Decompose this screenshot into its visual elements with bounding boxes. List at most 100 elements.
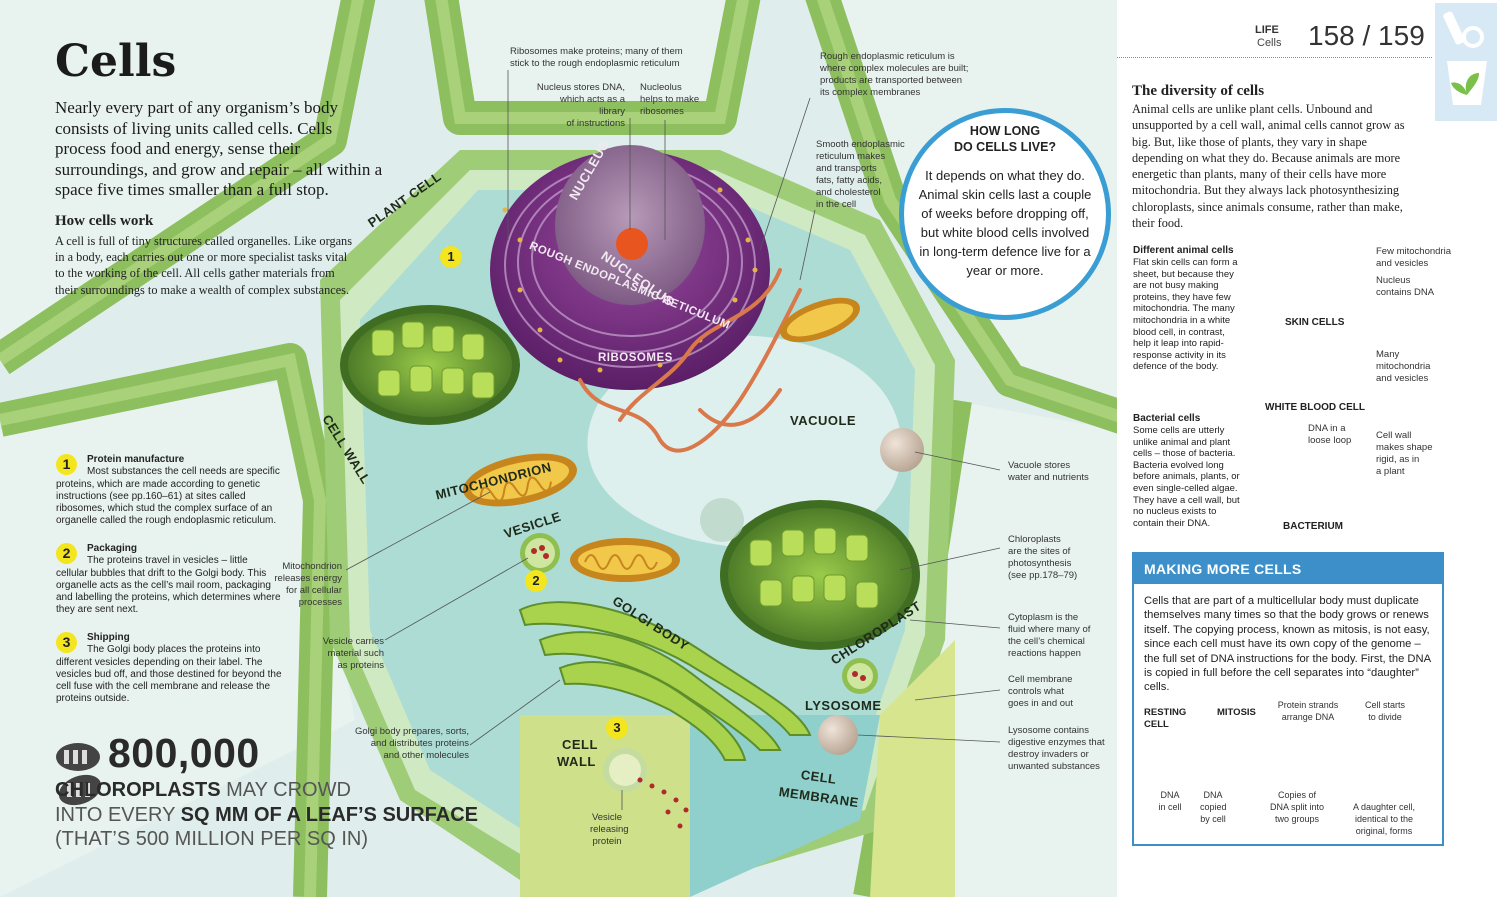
annotation-line: where complex molecules are built;	[820, 63, 969, 74]
stat-bold-2: SQ MM OF A LEAF’S SURFACE	[180, 804, 479, 826]
annotation-line: controls what	[1008, 686, 1064, 697]
annotation-dna-loop: DNA in a loose loop	[1308, 423, 1351, 447]
golgi-body-shape	[518, 601, 812, 761]
annotation-line: identical to the	[1354, 814, 1414, 824]
annotation-line: fats, fatty acids,	[816, 175, 882, 186]
annotation-mitochondrion: Mitochondrion releases energy for all ce…	[262, 561, 342, 609]
step-heading: Shipping	[87, 632, 130, 643]
step-heading: Protein manufacture	[87, 454, 185, 465]
mitochondrion-right	[780, 297, 860, 343]
stat-rest-1: MAY CROWD	[220, 779, 351, 801]
annotation-line: copied	[1200, 802, 1227, 812]
label-cell-wall-front-b: WALL	[557, 754, 596, 769]
label-cell-wall-front-a: CELL	[562, 737, 598, 752]
annotation-line: digestive enzymes that	[1008, 737, 1105, 748]
annotation-line: goes in and out	[1008, 698, 1073, 709]
annotation-line: material such	[327, 648, 385, 659]
annotation-line: its complex membranes	[820, 87, 921, 98]
annotation-daughter: A daughter cell, identical to the origin…	[1348, 801, 1420, 837]
lysosome-shape	[818, 715, 858, 755]
step-text-a: The Golgi body places the proteins into	[87, 644, 261, 656]
annotation-many-mito: Many mitochondria and vesicles	[1376, 349, 1430, 385]
annotation-few-mito: Few mitochondria and vesicles	[1376, 246, 1451, 270]
annotation-line: Copies of	[1277, 790, 1317, 800]
annotation-line: (see pp.178–79)	[1008, 570, 1078, 581]
annotation-line: rigid, as in	[1376, 454, 1420, 465]
stat-line-1: CHLOROPLASTS MAY CROWD	[55, 779, 351, 802]
annotation-line: Golgi body prepares, sorts,	[354, 726, 469, 737]
annotation-line: Protein strands	[1277, 700, 1339, 710]
neighbor-cell-top	[455, 0, 730, 118]
label-vacuole: VACUOLE	[790, 413, 857, 428]
annotation-line: and distributes proteins	[370, 738, 469, 749]
annotation-line: as proteins	[337, 660, 384, 671]
annotation-line: destroy invaders or	[1008, 749, 1089, 760]
page-title: Cells	[55, 36, 177, 87]
annotation-line: are the sites of	[1008, 546, 1071, 557]
mitochondrion-left	[463, 453, 577, 507]
neighbor-cell-top-left	[0, 0, 350, 340]
step-text-a: Most substances the cell needs are speci…	[87, 466, 280, 478]
label-white-blood-cell: WHITE BLOOD CELL	[1265, 402, 1365, 413]
chloroplast-right	[720, 500, 920, 650]
step-1: 1 Protein manufacture Most substances th…	[56, 454, 288, 528]
annotation-cell-starts: Cell starts to divide	[1360, 699, 1410, 723]
header-rule	[1117, 57, 1432, 58]
annotation-line: Nucleolus	[640, 82, 682, 93]
how-long-text: It depends on what they do. Animal skin …	[918, 168, 1092, 278]
annotation-line: arrange DNA	[1281, 712, 1335, 722]
annotation-line: of instructions	[566, 118, 625, 129]
animal-cells-heading: Different animal cells	[1133, 245, 1234, 256]
section-tab	[1435, 3, 1497, 121]
annotation-vacuole: Vacuole stores water and nutrients	[1008, 460, 1089, 484]
subsection-label: Cells	[1257, 37, 1282, 49]
making-more-cells-title: MAKING MORE CELLS	[1144, 561, 1302, 577]
mitochondrion-center	[570, 538, 680, 582]
bacteria-text: Some cells are utterly unlike animal and…	[1133, 425, 1240, 529]
bacteria-heading: Bacterial cells	[1133, 413, 1201, 424]
annotation-dna-copied: DNA copied by cell	[1200, 789, 1227, 825]
annotation-line: Cell membrane	[1008, 674, 1073, 685]
how-long-callout	[899, 108, 1111, 320]
step-heading: Packaging	[87, 543, 138, 554]
annotation-line: Many	[1376, 349, 1400, 360]
stat-pre-2: INTO EVERY	[55, 804, 181, 826]
annotation-membrane: Cell membrane controls what goes in and …	[1008, 674, 1073, 710]
how-long-heading-line: HOW LONG	[969, 124, 1041, 138]
marker-1: 1	[440, 246, 462, 268]
annotation-line: photosynthesis	[1008, 558, 1072, 569]
label-line: RESTING	[1144, 707, 1187, 718]
annotation-line: Chloroplasts	[1008, 534, 1061, 545]
annotation-line: water and nutrients	[1008, 472, 1089, 483]
animal-cells-text: Flat skin cells can form a sheet, but be…	[1133, 257, 1238, 373]
annotation-cell-wall-bact: Cell wall makes shape rigid, as in a pla…	[1376, 430, 1433, 478]
stat-line-3: (THAT’S 500 MILLION PER SQ IN)	[55, 828, 369, 850]
annotation-lysosome: Lysosome contains digestive enzymes that…	[1008, 725, 1105, 773]
label-ribosomes: RIBOSOMES	[598, 352, 673, 364]
annotation-line: releases energy	[274, 573, 342, 584]
step-text-a: The proteins travel in vesicles – little	[87, 555, 248, 567]
annotation-line: Few mitochondria	[1376, 246, 1451, 257]
step-text-b: different vesicles depending on their la…	[56, 656, 282, 705]
annotation-vesicle: Vesicle carries material such as protein…	[300, 636, 384, 672]
vacuole-ball	[880, 428, 924, 472]
annotation-nucleus-dna: Nucleus contains DNA	[1376, 275, 1434, 299]
annotation-line: fluid where many of	[1008, 624, 1091, 635]
annotation-line: reactions happen	[1008, 648, 1081, 659]
annotation-line: a plant	[1376, 466, 1405, 477]
step-3: 3 Shipping The Golgi body places the pro…	[56, 632, 288, 706]
annotation-line: and vesicles	[1376, 258, 1429, 269]
stat-bold-1: CHLOROPLASTS	[55, 779, 221, 801]
making-more-cells-text: Cells that are part of a multicellular b…	[1144, 595, 1431, 694]
annotation-line: by cell	[1200, 814, 1226, 824]
how-cells-work-text: A cell is full of tiny structures called…	[55, 234, 352, 297]
annotation-line: ribosomes	[640, 106, 684, 117]
step-text-b: proteins, which are made according to ge…	[56, 478, 277, 527]
step-number: 3	[56, 632, 77, 653]
annotation-line: two groups	[1274, 814, 1320, 824]
annotation-line: stick to the rough endoplasmic reticulum	[510, 58, 680, 69]
intro-text: Nearly every part of any organism’s body…	[55, 98, 383, 199]
annotation-line: and vesicles	[1376, 373, 1429, 384]
step-number: 1	[56, 454, 77, 475]
annotation-line: Mitochondrion	[282, 561, 342, 572]
